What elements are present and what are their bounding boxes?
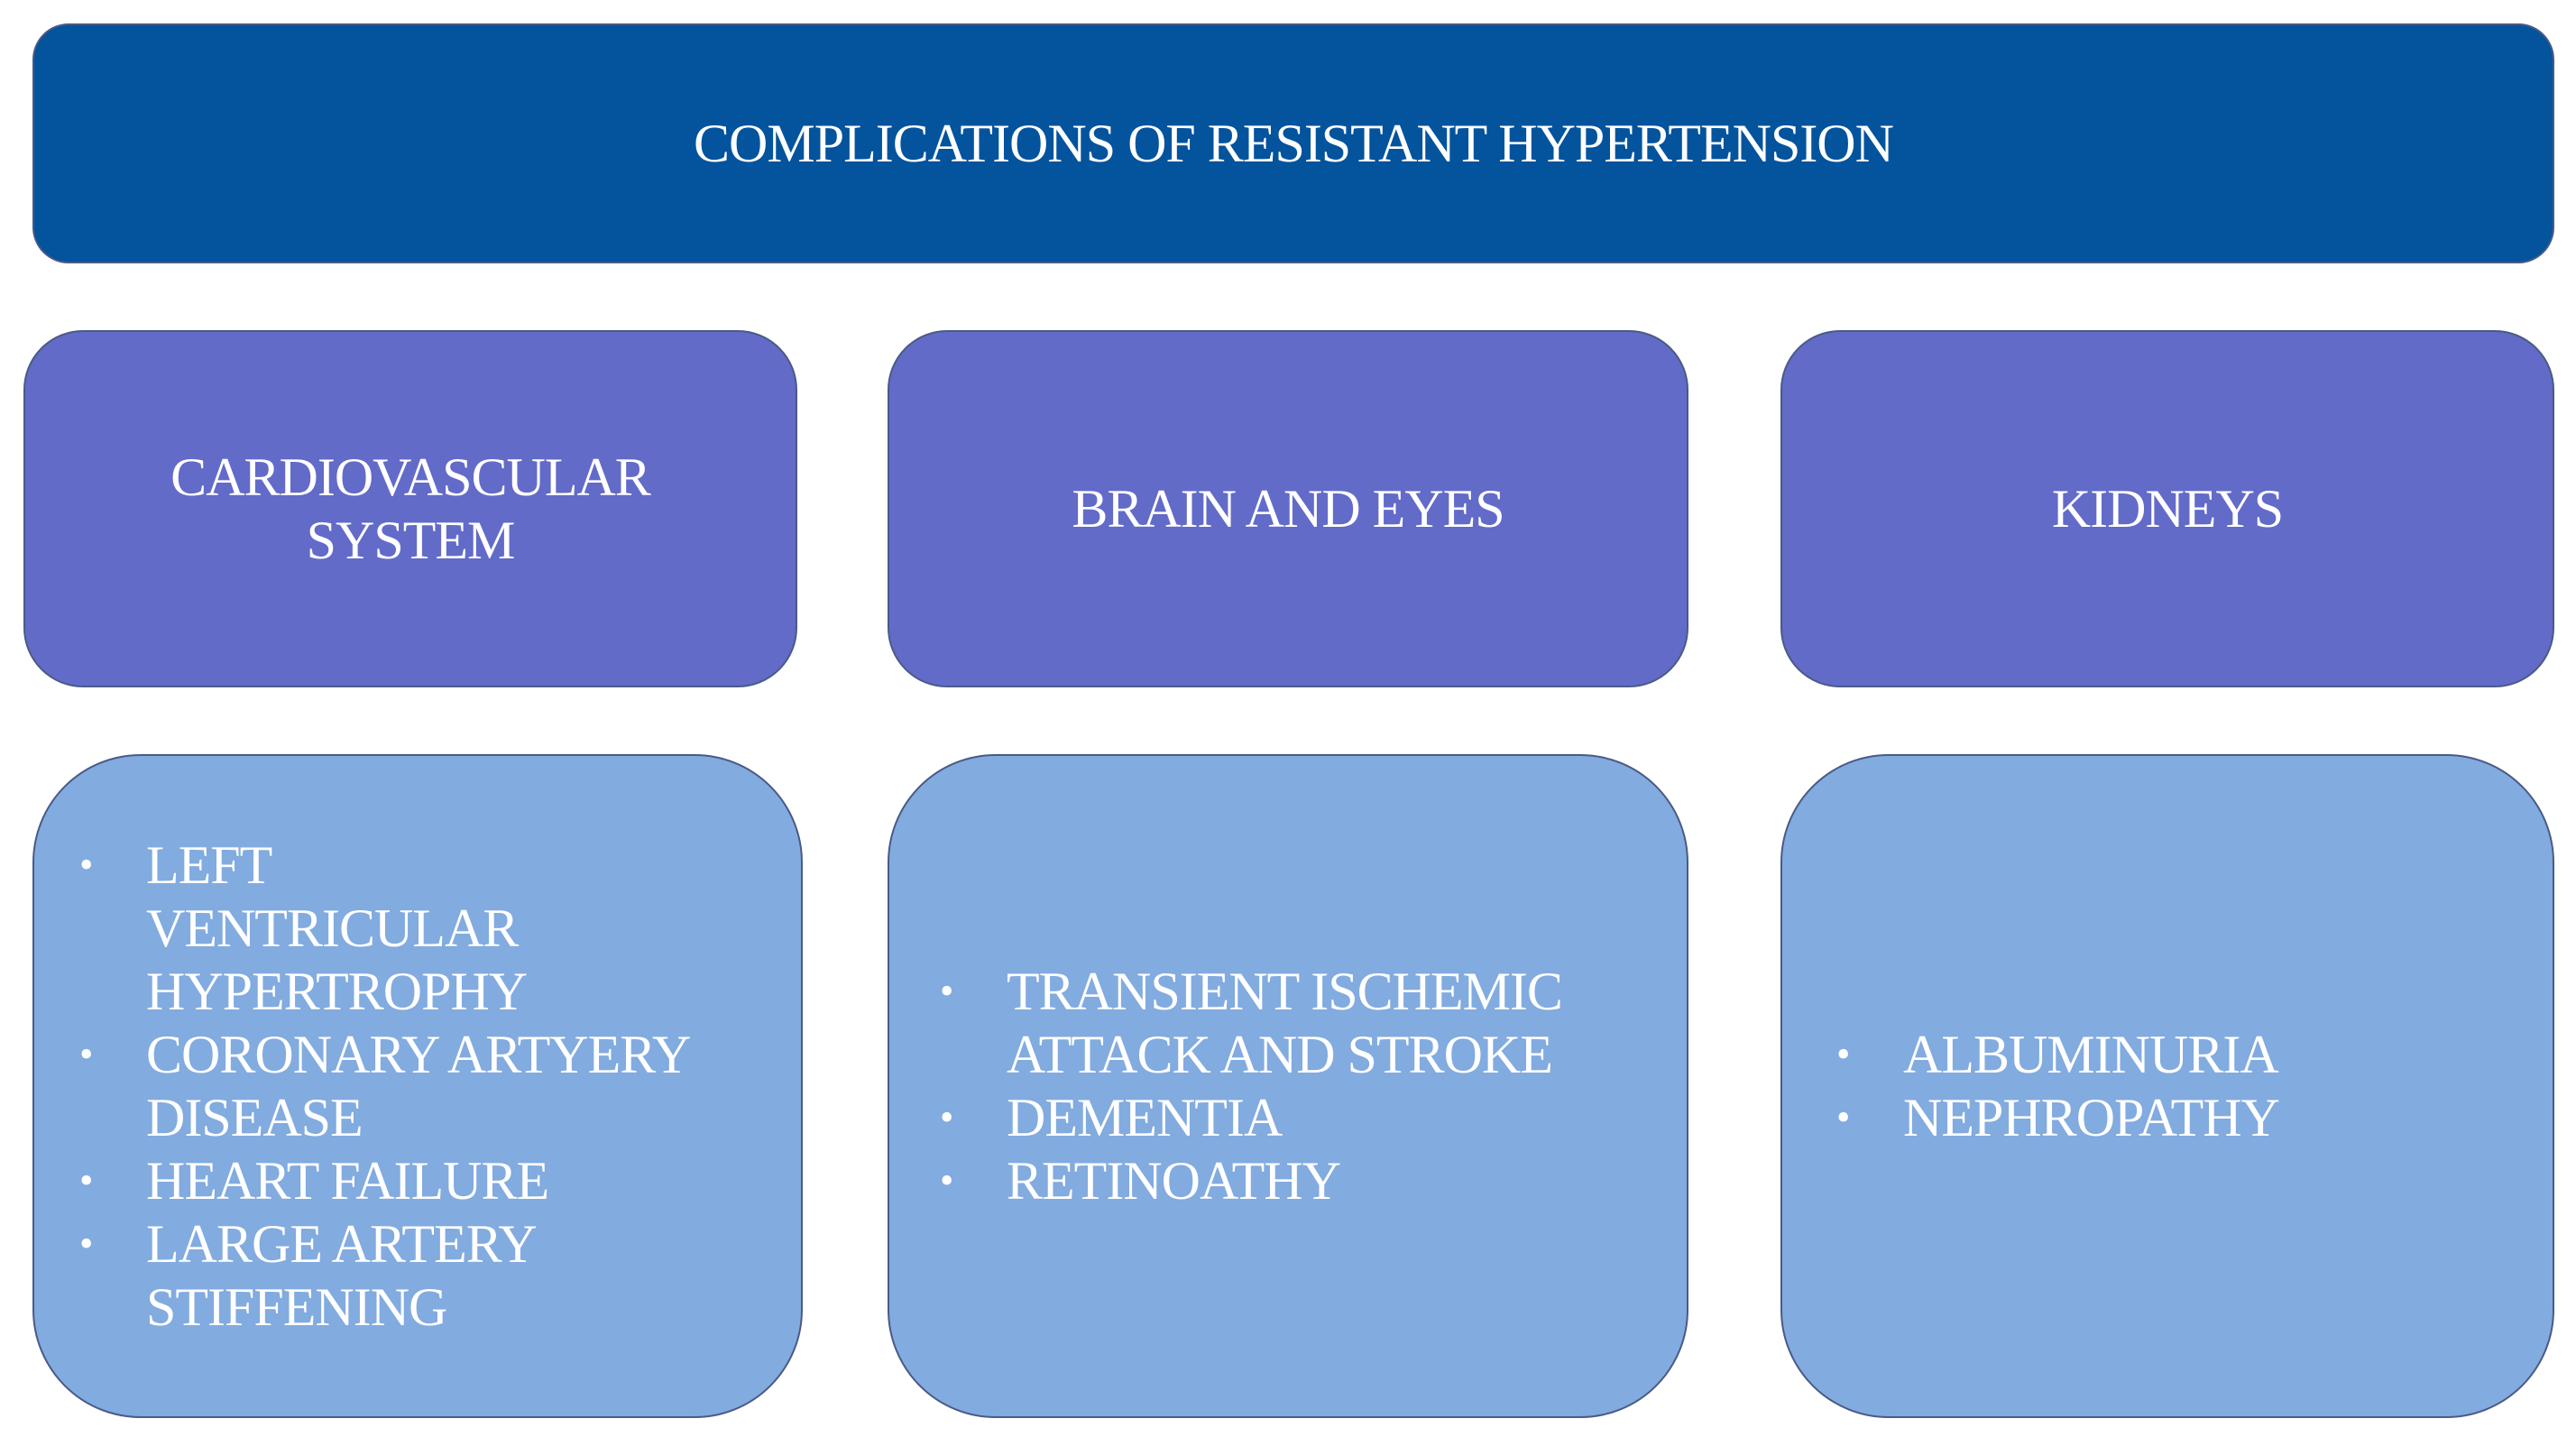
complication-list: ALBUMINURIA NEPHROPATHY [1836, 1023, 2486, 1149]
complication-item: CORONARY ARTYERY DISEASE [79, 1023, 705, 1149]
category-heading: BRAIN AND EYES [1072, 479, 1504, 539]
complication-item: NEPHROPATHY [1836, 1086, 2486, 1149]
complication-item: LEFT VENTRICULAR HYPERTROPHY [79, 834, 651, 1023]
complication-item: LARGE ARTERY STIFFENING [79, 1212, 651, 1339]
complication-item: DEMENTIA [940, 1086, 1625, 1149]
complication-item: TRANSIENT ISCHEMIC ATTACK AND STROKE [940, 960, 1638, 1086]
category-box-brain-and-eyes: BRAIN AND EYES [888, 330, 1688, 687]
category-box-cardiovascular: CARDIOVASCULAR SYSTEM [23, 330, 797, 687]
category-heading: KIDNEYS [2051, 479, 2284, 539]
complication-item: HEART FAILURE [79, 1149, 711, 1212]
diagram-title-box: COMPLICATIONS OF RESISTANT HYPERTENSION [32, 23, 2554, 263]
complication-item: RETINOATHY [940, 1149, 1625, 1212]
complication-item: ALBUMINURIA [1836, 1023, 2486, 1086]
category-box-kidneys: KIDNEYS [1780, 330, 2554, 687]
complication-list: TRANSIENT ISCHEMIC ATTACK AND STROKE DEM… [940, 960, 1625, 1212]
complications-box-brain-and-eyes: TRANSIENT ISCHEMIC ATTACK AND STROKE DEM… [888, 754, 1688, 1418]
diagram-title: COMPLICATIONS OF RESISTANT HYPERTENSION [694, 113, 1894, 173]
category-heading: CARDIOVASCULAR SYSTEM [170, 447, 651, 570]
complication-list: LEFT VENTRICULAR HYPERTROPHY CORONARY AR… [79, 834, 711, 1339]
complications-box-cardiovascular: LEFT VENTRICULAR HYPERTROPHY CORONARY AR… [32, 754, 803, 1418]
complications-box-kidneys: ALBUMINURIA NEPHROPATHY [1780, 754, 2554, 1418]
